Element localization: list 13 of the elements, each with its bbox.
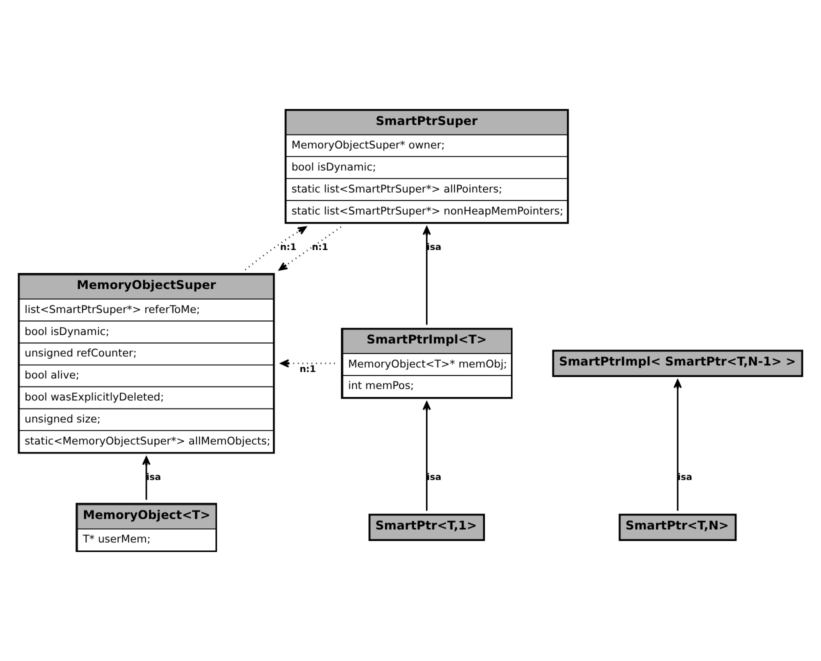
arrow: [422, 226, 431, 325]
arrow: [422, 401, 431, 511]
edge-label: isa: [426, 243, 442, 254]
arrow: [244, 226, 307, 270]
edge-label: n:1: [280, 243, 296, 254]
edge-label: isa: [426, 472, 442, 483]
arrow: [280, 359, 335, 368]
edge-label: n:1: [312, 243, 328, 254]
edge-label: n:1: [300, 365, 316, 376]
arrow: [142, 456, 150, 500]
arrow: [278, 226, 342, 271]
arrow: [674, 379, 682, 511]
edge-label: isa: [146, 472, 161, 483]
